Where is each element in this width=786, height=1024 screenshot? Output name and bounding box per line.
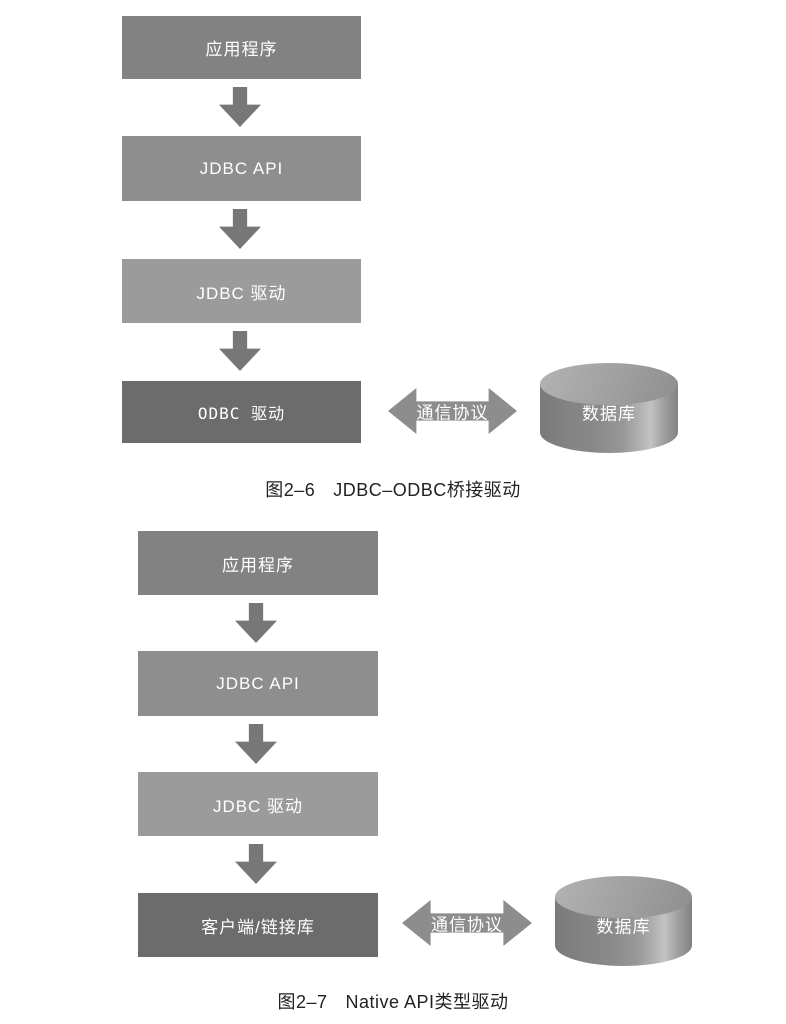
bidirectional-arrow-icon: 通信协议 xyxy=(388,388,517,434)
flow-box-label: JDBC 驱动 xyxy=(196,283,287,303)
flow-box-label: 客户端/链接库 xyxy=(201,917,315,937)
database-cylinder-icon: 数据库 xyxy=(555,876,692,966)
flow-box-jdbc-driver: JDBC 驱动 xyxy=(138,772,378,836)
flow-box-label: JDBC 驱动 xyxy=(212,796,304,816)
database-label: 数据库 xyxy=(582,404,636,424)
flow-box-client-library: 客户端/链接库 xyxy=(138,893,378,957)
down-arrow-icon xyxy=(235,844,277,884)
flow-box-application: 应用程序 xyxy=(122,16,361,79)
down-arrow-icon xyxy=(219,87,261,127)
flow-box-label: ODBC 驱动 xyxy=(197,404,286,423)
flow-box-label: JDBC API xyxy=(216,673,300,693)
flow-box-application: 应用程序 xyxy=(138,531,378,595)
down-arrow-icon xyxy=(219,331,261,371)
flow-box-jdbc-driver: JDBC 驱动 xyxy=(122,259,361,323)
flow-box-label: JDBC API xyxy=(199,158,284,178)
connector-label: 通信协议 xyxy=(416,403,489,423)
flow-box-label: 应用程序 xyxy=(205,40,278,59)
connector-label: 通信协议 xyxy=(431,915,503,935)
figure-caption-title: Native API类型驱动 xyxy=(345,992,509,1012)
database-label: 数据库 xyxy=(596,917,651,937)
cylinder-top xyxy=(555,876,692,918)
figure-caption-number: 图2–6 xyxy=(265,480,316,500)
flow-box-label: 应用程序 xyxy=(222,555,294,575)
database-cylinder-icon: 数据库 xyxy=(540,363,678,453)
figure-caption: 图2–7 Native API类型驱动 xyxy=(0,988,786,1014)
down-arrow-icon xyxy=(235,603,277,643)
figure-caption-title: JDBC–ODBC桥接驱动 xyxy=(333,480,521,500)
figure-caption-number: 图2–7 xyxy=(277,992,328,1012)
bidirectional-arrow-icon: 通信协议 xyxy=(402,900,532,946)
figure-caption: 图2–6 JDBC–ODBC桥接驱动 xyxy=(0,476,786,502)
flow-box-jdbc-api: JDBC API xyxy=(138,651,378,716)
down-arrow-icon xyxy=(219,209,261,249)
flow-box-jdbc-api: JDBC API xyxy=(122,136,361,201)
down-arrow-icon xyxy=(235,724,277,764)
flow-box-odbc-driver: ODBC 驱动 xyxy=(122,381,361,443)
cylinder-top xyxy=(540,363,678,405)
